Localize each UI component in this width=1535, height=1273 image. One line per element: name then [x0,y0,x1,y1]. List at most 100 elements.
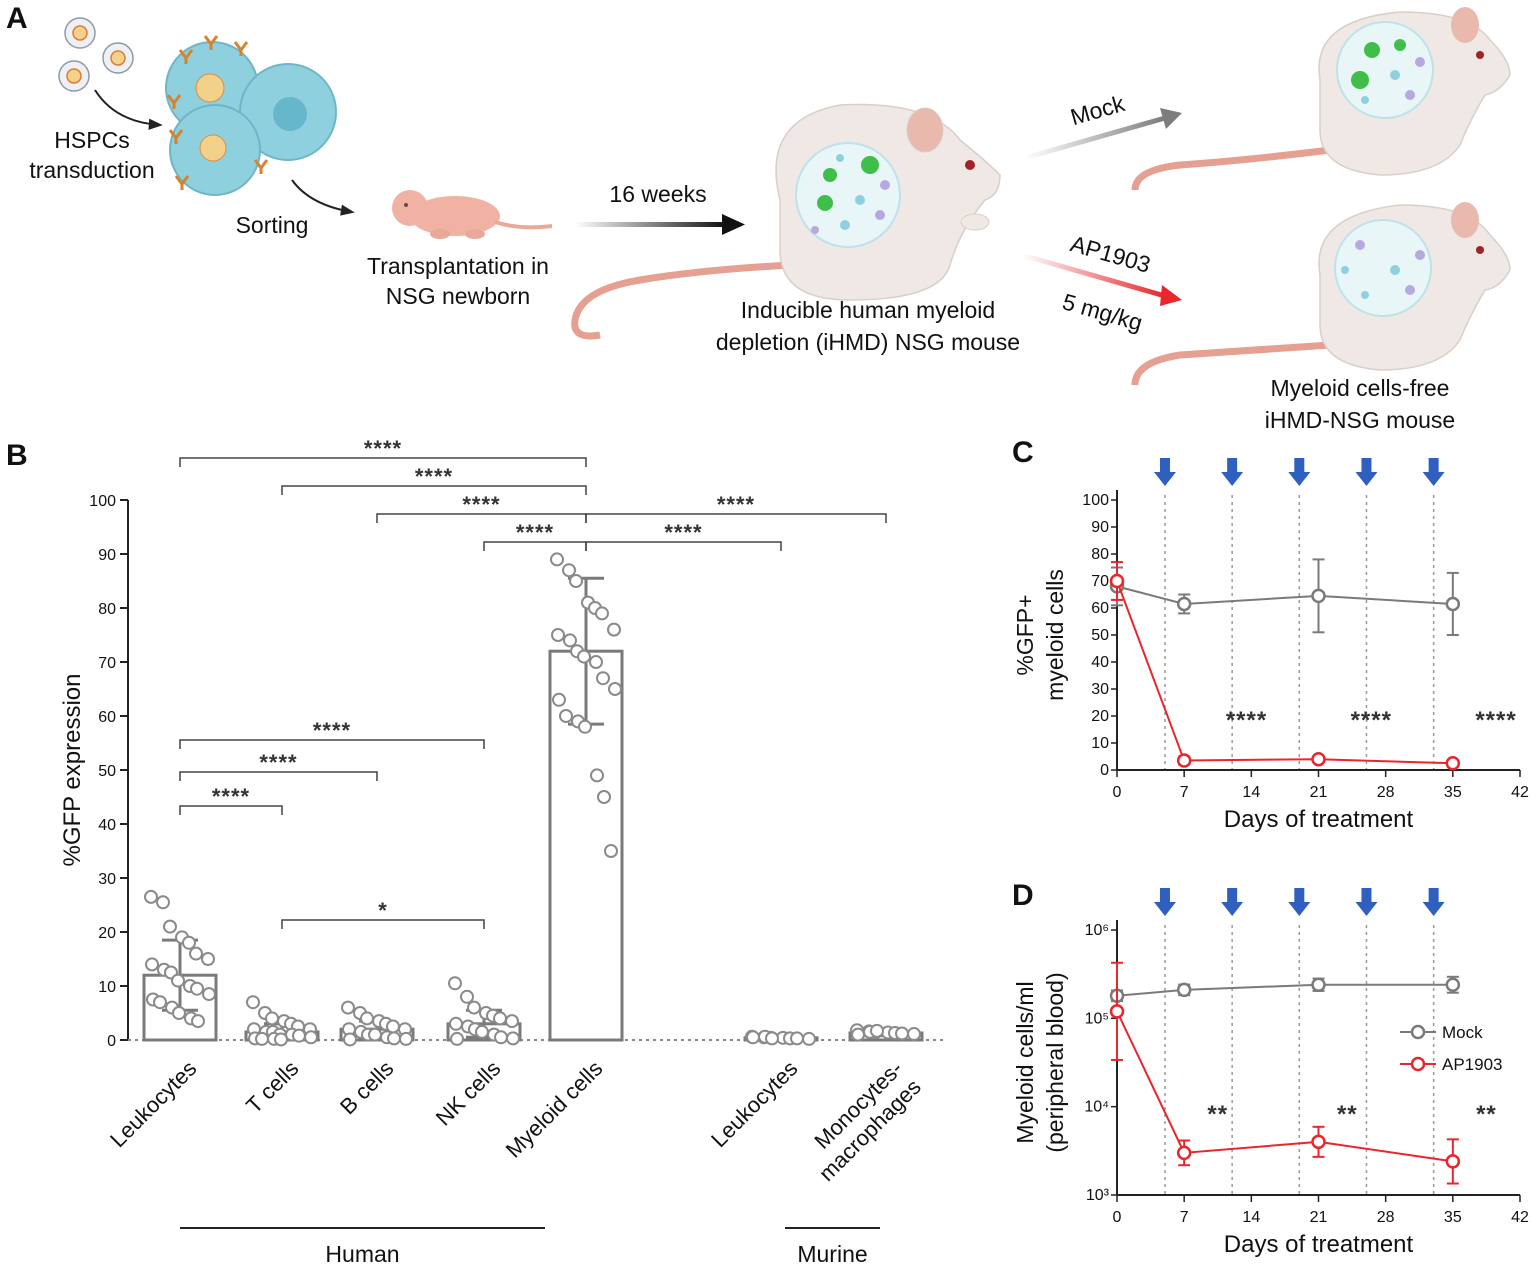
series-line [1116,580,1453,765]
y-tick-label: 30 [98,871,116,888]
arrow-down-icon [1422,458,1445,486]
sig-stars: ** [1337,1101,1358,1128]
x-tick-label: 7 [1180,784,1189,801]
data-point [1445,756,1461,771]
data-point [596,671,610,686]
y-axis-label: Myeloid cells/ml [1012,981,1038,1143]
legend-label: AP1903 [1442,1055,1503,1074]
category-label-line: NK cells [431,1056,506,1131]
y-tick-label: 40 [1091,654,1109,671]
y-tick-label: 10³ [1086,1187,1110,1204]
category-label: Monocytes-macrophages [795,1056,925,1186]
transplant-label-1: Transplantation in [367,253,549,279]
sorting-label: Sorting [236,212,309,238]
data-point [202,987,216,1002]
data-point [494,1030,508,1045]
y-tick-label: 50 [1091,627,1109,644]
sig-stars: **** [516,520,554,545]
data-point [265,1011,279,1026]
panel-a: A [6,2,1511,433]
sig-stars: **** [717,492,755,517]
series-line [1116,983,1453,997]
y-tick-label: 70 [1091,573,1109,590]
data-point [802,1031,816,1046]
y-tick-label: 80 [98,601,116,618]
data-point [578,719,592,734]
x-tick-label: 14 [1242,1209,1260,1226]
data-point [552,692,566,707]
arrow-down-icon [1153,888,1176,916]
sig-bracket [281,919,485,929]
sig-bracket [281,485,587,495]
data-point [1445,596,1461,612]
sig-stars: **** [1351,707,1392,734]
arrow-down-icon [1355,458,1378,486]
data-point [145,957,159,972]
sig-bracket [179,805,283,815]
dose-label: 5 mg/kg [1060,288,1146,336]
category-label: Leukocytes [706,1056,802,1152]
mouse-treated-icon [1131,202,1511,386]
x-tick-label: 0 [1113,784,1122,801]
data-point [448,976,462,991]
data-point [506,1031,520,1046]
mouse-mock-icon [1131,7,1511,191]
data-point [562,563,576,578]
data-point [1445,1154,1461,1169]
data-point [493,1011,507,1026]
hspc-cells-icon [165,35,337,196]
y-tick-label: 80 [1091,546,1109,563]
x-tick-label: 42 [1511,784,1529,801]
x-tick-label: 28 [1377,1209,1395,1226]
x-axis-label: Days of treatment [1224,1231,1414,1258]
category-label-line: T cells [241,1056,303,1118]
data-point [163,919,177,934]
y-tick-label: 30 [1091,681,1109,698]
data-point [870,1023,884,1038]
sig-stars: * [378,898,388,923]
category-label: NK cells [431,1056,506,1131]
arrow-down-icon [1221,458,1244,486]
category-label-line: Myeloid cells [501,1056,608,1163]
data-point [475,1024,489,1039]
y-axis-label: myeloid cells [1042,569,1068,701]
data-point [597,790,611,804]
y-tick-label: 20 [98,925,116,942]
data-point [1311,1134,1326,1150]
data-point [460,989,474,1004]
mock-label: Mock [1067,90,1127,130]
sig-stars: **** [1475,707,1516,734]
x-tick-label: 28 [1377,784,1395,801]
data-point [895,1026,909,1041]
legend-label: Mock [1442,1023,1483,1042]
data-point [595,606,609,621]
data-point [153,995,167,1010]
data-point [1311,977,1326,992]
series-line [1116,1010,1453,1163]
hspc-label: HSPCs [54,127,129,153]
panel-a-label: A [6,2,28,35]
category-label-line: Leukocytes [105,1056,201,1152]
y-tick-label: 10 [98,979,116,996]
transplant-label-2: NSG newborn [386,283,530,309]
y-tick-label: 50 [98,763,116,780]
arrow-down-icon [1153,458,1176,486]
data-point [608,682,622,696]
data-point [449,1016,463,1031]
y-tick-label: 40 [98,817,116,834]
category-label-line: B cells [335,1056,398,1119]
data-point [551,628,565,642]
ihmd-label-2: depletion (iHMD) NSG mouse [716,329,1020,355]
data-point [505,1014,519,1029]
data-point [765,1031,779,1046]
data-point [1109,1004,1125,1019]
data-point [190,981,204,996]
y-tick-label: 100 [89,493,116,510]
y-tick-label: 0 [1100,762,1109,779]
sig-stars: **** [1226,707,1267,734]
y-axis-label: %GFP expression [59,674,86,867]
weeks-label: 16 weeks [609,181,706,207]
